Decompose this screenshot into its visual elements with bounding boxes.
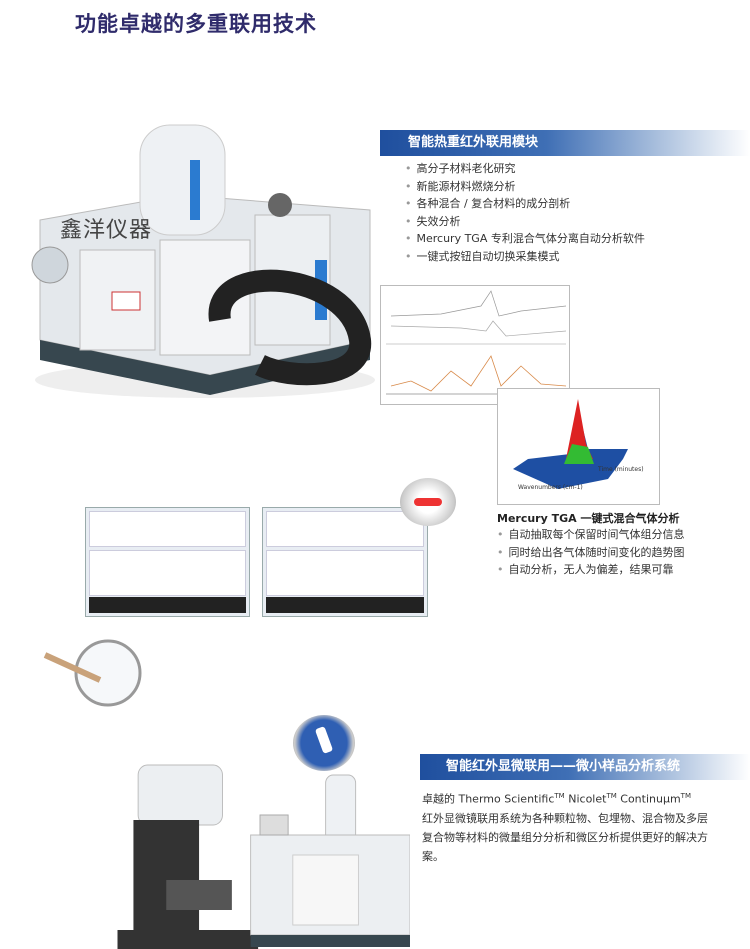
list-item: 同时给出各气体随时间变化的趋势图: [497, 544, 685, 562]
list-item: 一键式按钮自动切换采集模式: [405, 248, 645, 266]
x-axis-label: Wavenumbers (cm-1): [518, 484, 583, 491]
list-item: Mercury TGA 专利混合气体分离自动分析软件: [405, 230, 645, 248]
section-header-mercury: Mercury TGA 一键式混合气体分析: [497, 512, 680, 525]
microscope-description: 卓越的 Thermo ScientificTM NicoletTM Contin…: [422, 792, 708, 863]
feature-list-mercury: 自动抽取每个保留时间气体组分信息 同时给出各气体随时间变化的趋势图 自动分析，无…: [497, 526, 685, 579]
microscope-system-image: [117, 764, 410, 949]
list-item: 新能源材料燃烧分析: [405, 178, 645, 196]
software-screenshot-1: [85, 507, 250, 617]
list-item: 各种混合 / 复合材料的成分剖析: [405, 195, 645, 213]
microscope-icon: [293, 715, 355, 771]
watermark: 鑫洋仪器: [60, 218, 153, 243]
y-axis-label: Time (minutes): [597, 466, 644, 473]
3d-spectrum-plot: Time (minutes) Wavenumbers (cm-1): [497, 388, 660, 505]
list-item: 失效分析: [405, 213, 645, 231]
section-header-tga-ir: 智能热重红外联用模块: [380, 130, 750, 156]
list-item: 自动分析，无人为偏差，结果可靠: [497, 561, 685, 579]
spectra-thumbnail: [380, 285, 570, 405]
tga-ir-instrument-image: [31, 124, 375, 398]
list-item: 高分子材料老化研究: [405, 160, 645, 178]
section-header-microscope: 智能红外显微联用——微小样品分析系统: [420, 754, 750, 780]
feature-list-tga-ir: 高分子材料老化研究 新能源材料燃烧分析 各种混合 / 复合材料的成分剖析 失效分…: [405, 160, 645, 265]
list-item: 自动抽取每个保留时间气体组分信息: [497, 526, 685, 544]
page-title: 功能卓越的多重联用技术: [75, 12, 317, 36]
one-click-icon: [400, 478, 456, 526]
magnifier-image: [43, 639, 142, 707]
software-screenshot-2: [262, 507, 428, 617]
